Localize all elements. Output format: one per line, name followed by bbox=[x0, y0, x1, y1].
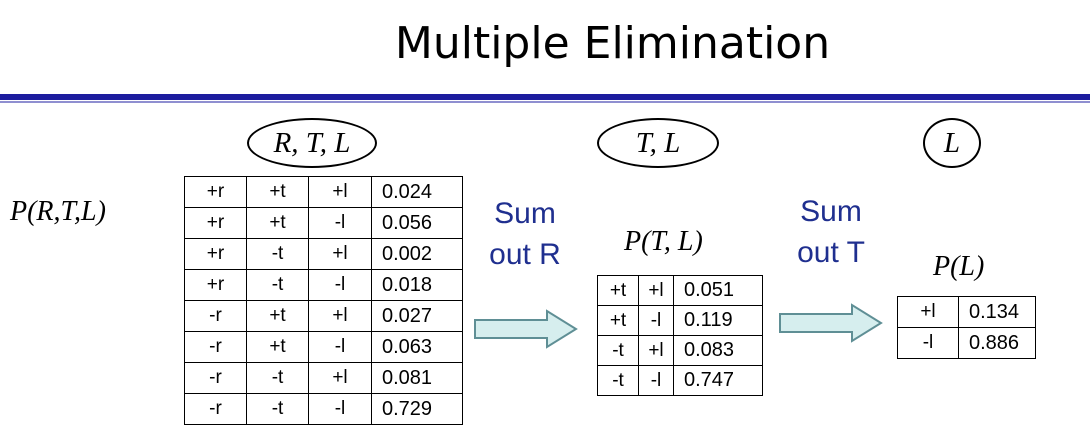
probability-cell: 0.729 bbox=[371, 393, 463, 425]
title-rule bbox=[0, 94, 1090, 100]
scope-ellipse-l: L bbox=[923, 118, 981, 168]
assignment-cell: -t bbox=[246, 393, 309, 425]
assignment-cell: -l bbox=[638, 305, 674, 336]
assignment-cell: +t bbox=[597, 275, 639, 306]
assignment-cell: -t bbox=[597, 335, 639, 366]
probability-cell: 0.024 bbox=[371, 176, 463, 208]
assignment-cell: -l bbox=[897, 327, 959, 359]
assignment-cell: -t bbox=[246, 238, 309, 270]
assignment-cell: -r bbox=[184, 331, 247, 363]
probability-cell: 0.119 bbox=[673, 305, 763, 336]
assignment-cell: +r bbox=[184, 176, 247, 208]
factor-label-tl: P(T, L) bbox=[624, 226, 703, 257]
probability-cell: 0.083 bbox=[673, 335, 763, 366]
assignment-cell: -l bbox=[308, 269, 372, 301]
sum-out-t-line2: out T bbox=[797, 236, 865, 269]
probability-cell: 0.002 bbox=[371, 238, 463, 270]
probability-cell: 0.747 bbox=[673, 365, 763, 396]
probability-cell: 0.886 bbox=[958, 327, 1036, 359]
assignment-cell: -l bbox=[308, 393, 372, 425]
assignment-cell: +l bbox=[308, 176, 372, 208]
arrow-right-icon bbox=[779, 303, 883, 343]
arrow-right-icon bbox=[474, 309, 578, 349]
assignment-cell: +l bbox=[308, 300, 372, 332]
assignment-cell: -t bbox=[246, 269, 309, 301]
assignment-cell: +t bbox=[246, 331, 309, 363]
probability-cell: 0.027 bbox=[371, 300, 463, 332]
probability-cell: 0.051 bbox=[673, 275, 763, 306]
assignment-cell: -r bbox=[184, 393, 247, 425]
factor-label-l: P(L) bbox=[933, 251, 985, 282]
sum-out-r-label: Sum out R bbox=[470, 193, 580, 275]
assignment-cell: +r bbox=[184, 269, 247, 301]
slide-title: Multiple Elimination bbox=[394, 18, 831, 69]
assignment-cell: -r bbox=[184, 300, 247, 332]
assignment-cell: -l bbox=[308, 331, 372, 363]
assignment-cell: -t bbox=[246, 362, 309, 394]
assignment-cell: +l bbox=[308, 362, 372, 394]
assignment-cell: +l bbox=[638, 335, 674, 366]
assignment-cell: +r bbox=[184, 207, 247, 239]
title-rule-shadow bbox=[0, 101, 1090, 103]
assignment-cell: +r bbox=[184, 238, 247, 270]
probability-cell: 0.063 bbox=[371, 331, 463, 363]
assignment-cell: -l bbox=[638, 365, 674, 396]
assignment-cell: -r bbox=[184, 362, 247, 394]
scope-ellipse-rtl: R, T, L bbox=[247, 118, 377, 168]
assignment-cell: +t bbox=[246, 176, 309, 208]
sum-out-t-line1: Sum bbox=[800, 195, 862, 228]
assignment-cell: +l bbox=[308, 238, 372, 270]
probability-cell: 0.081 bbox=[371, 362, 463, 394]
assignment-cell: +l bbox=[638, 275, 674, 306]
assignment-cell: +t bbox=[597, 305, 639, 336]
assignment-cell: +l bbox=[897, 296, 959, 328]
assignment-cell: -t bbox=[597, 365, 639, 396]
sum-out-t-label: Sum out T bbox=[776, 191, 886, 273]
factor-label-rtl: P(R,T,L) bbox=[10, 196, 106, 227]
probability-cell: 0.134 bbox=[958, 296, 1036, 328]
sum-out-r-line2: out R bbox=[489, 238, 561, 271]
sum-out-r-line1: Sum bbox=[494, 197, 556, 230]
assignment-cell: -l bbox=[308, 207, 372, 239]
scope-ellipse-tl: T, L bbox=[597, 118, 719, 168]
assignment-cell: +t bbox=[246, 207, 309, 239]
probability-cell: 0.056 bbox=[371, 207, 463, 239]
probability-cell: 0.018 bbox=[371, 269, 463, 301]
assignment-cell: +t bbox=[246, 300, 309, 332]
